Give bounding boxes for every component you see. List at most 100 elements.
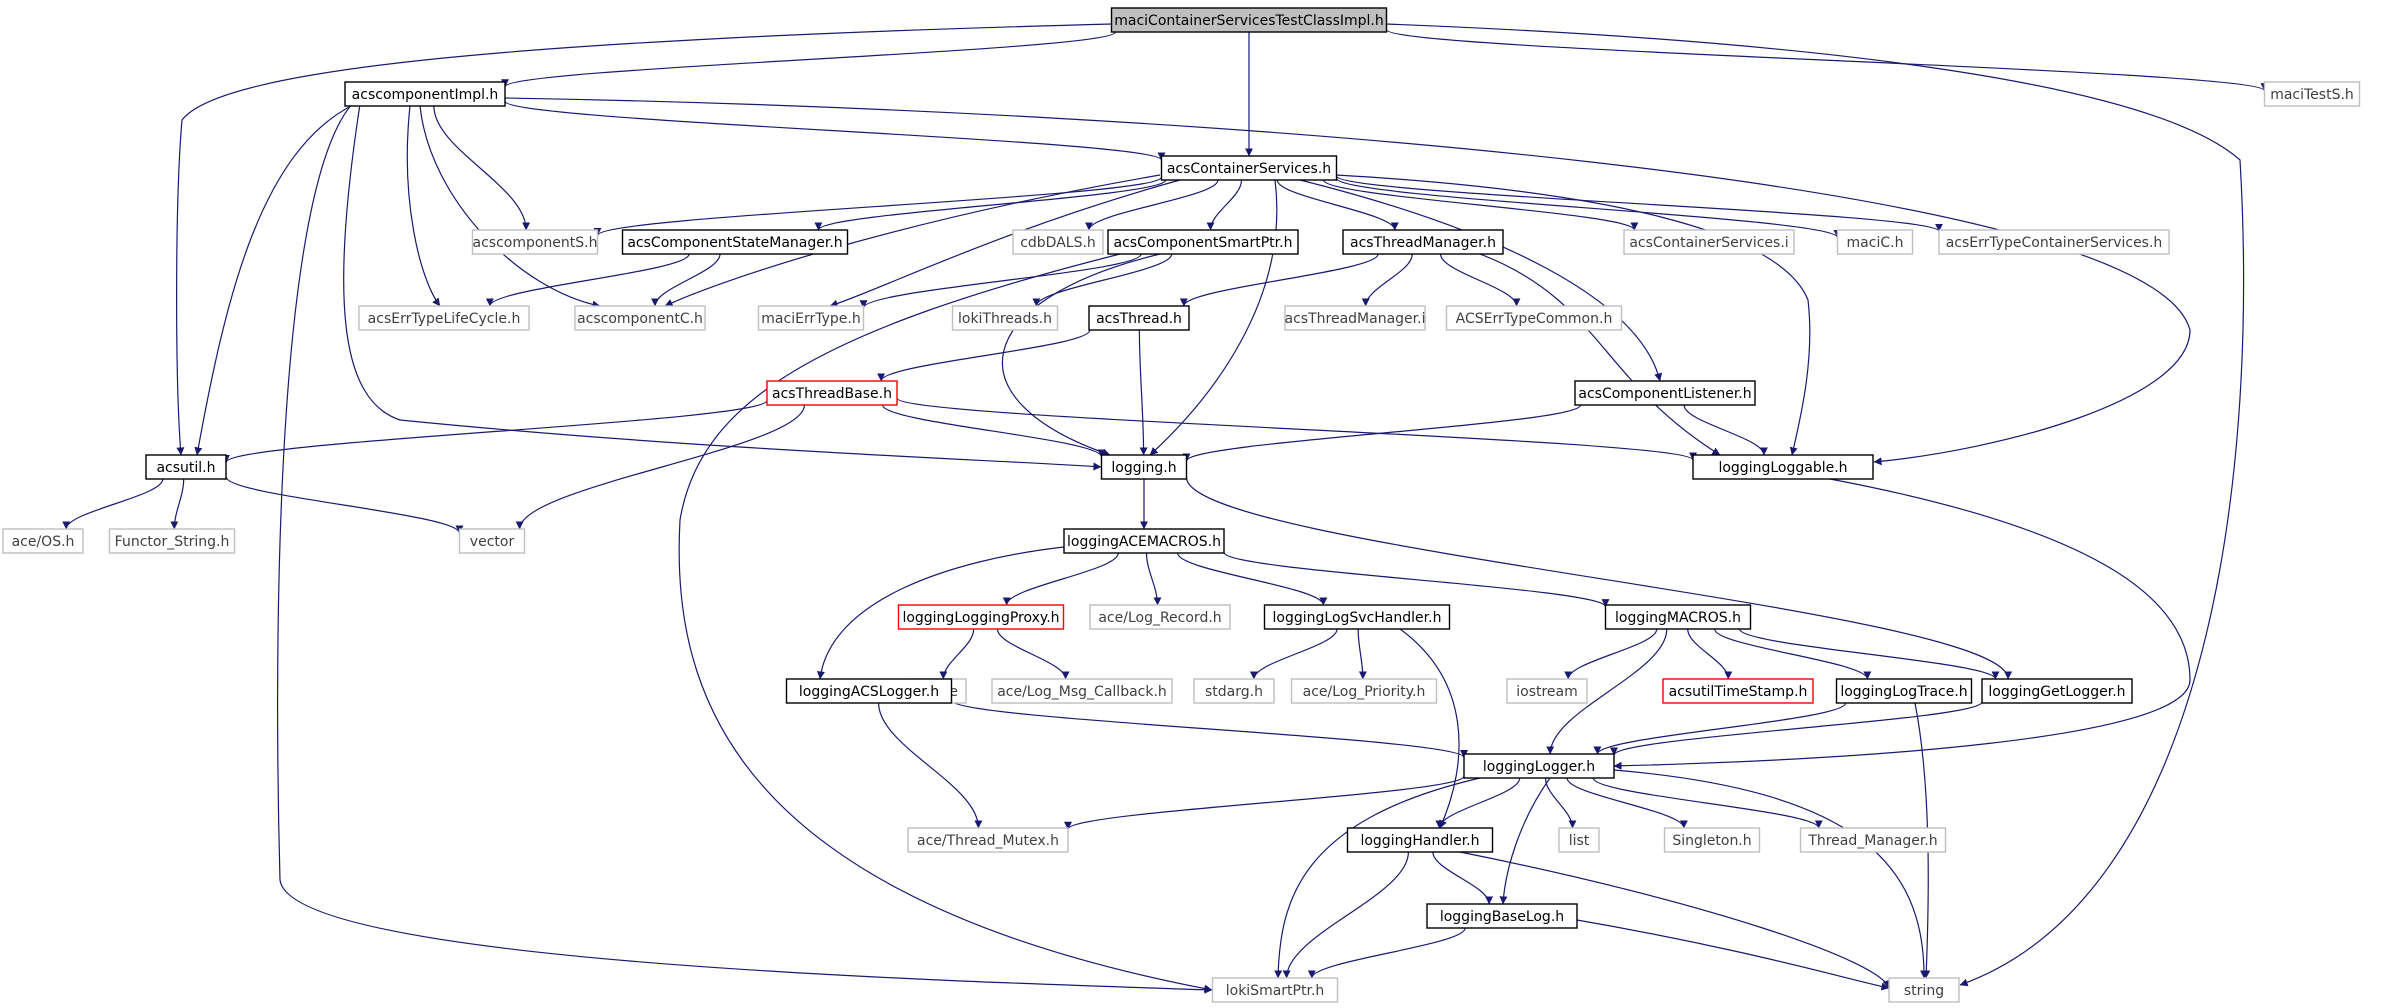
node-logger[interactable]: loggingLogger.h	[1463, 753, 1615, 779]
node-label: acsThread.h	[1096, 311, 1182, 327]
node-maci-test-s[interactable]: maciTestS.h	[2263, 81, 2361, 107]
node-maci-err[interactable]: maciErrType.h	[757, 305, 865, 331]
node-label: loggingMACROS.h	[1615, 610, 1741, 626]
node-cont-serv-i[interactable]: acsContainerServices.i	[1623, 229, 1795, 255]
node-box	[1100, 454, 1188, 480]
nodes-layer: maciContainerServicesTestClassImpl.h acsc…	[2, 7, 2361, 1003]
edge-logger-to-thread-manager	[1592, 777, 1823, 829]
node-thread-mgr[interactable]: acsThreadManager.h	[1342, 229, 1504, 255]
node-box	[1290, 678, 1438, 704]
node-box	[1211, 977, 1339, 1003]
node-box	[907, 827, 1069, 853]
node-stdarg[interactable]: stdarg.h	[1193, 678, 1275, 704]
node-iostream[interactable]: iostream	[1506, 678, 1588, 704]
node-thread-manager[interactable]: Thread_Manager.h	[1799, 827, 1947, 853]
edge-log-macros-to-logger	[1546, 628, 1668, 755]
node-list[interactable]: list	[1558, 827, 1600, 853]
edges-layer	[62, 23, 2269, 994]
edge-handler-to-base-log	[1432, 851, 1494, 905]
node-label: ace/Thread_Mutex.h	[917, 833, 1059, 849]
edge-thread-mgr-to-acs-thread	[1179, 253, 1379, 307]
node-get-logger[interactable]: loggingGetLogger.h	[1981, 678, 2133, 704]
node-label: loggingLogTrace.h	[1840, 684, 1967, 700]
node-loki-smart[interactable]: lokiSmartPtr.h	[1211, 977, 1339, 1003]
node-root[interactable]: maciContainerServicesTestClassImpl.h	[1110, 7, 1388, 33]
node-box	[2263, 81, 2361, 107]
node-err-life[interactable]: acsErrTypeLifeCycle.h	[358, 305, 530, 331]
node-label: acsComponentSmartPtr.h	[1114, 235, 1293, 251]
node-box	[1888, 977, 1960, 1003]
node-ace-msg-cb[interactable]: ace/Log_Msg_Callback.h	[991, 678, 1173, 704]
node-thread-base[interactable]: acsThreadBase.h	[766, 380, 898, 406]
node-ace-prio[interactable]: ace/Log_Priority.h	[1290, 678, 1438, 704]
edge-cont-serv-to-state-mgr	[814, 179, 1167, 231]
node-comp-listener[interactable]: acsComponentListener.h	[1574, 380, 1756, 406]
node-time-stamp[interactable]: acsutilTimeStamp.h	[1662, 678, 1814, 704]
node-label: ace/Log_Priority.h	[1303, 684, 1426, 700]
node-label: stdarg.h	[1205, 684, 1263, 700]
edge-smart-ptr-to-maci-err	[859, 253, 1142, 309]
node-log-proxy[interactable]: loggingLoggingProxy.h	[897, 604, 1065, 630]
node-handler[interactable]: loggingHandler.h	[1346, 827, 1494, 853]
node-thread-mgr-i[interactable]: acsThreadManager.i	[1284, 305, 1426, 331]
node-acscomp-c[interactable]: acscomponentC.h	[574, 305, 706, 331]
node-maci-c[interactable]: maciC.h	[1836, 229, 1914, 255]
edge-logger-to-string	[1613, 769, 1929, 979]
node-string[interactable]: string	[1888, 977, 1960, 1003]
edge-comp-impl-to-err-life	[406, 105, 441, 307]
node-functor-str[interactable]: Functor_String.h	[108, 528, 236, 554]
node-label: lokiSmartPtr.h	[1226, 983, 1325, 999]
node-label: acsThreadBase.h	[772, 386, 892, 402]
node-state-mgr[interactable]: acsComponentStateManager.h	[621, 229, 849, 255]
node-box	[471, 229, 599, 255]
node-log-trace[interactable]: loggingLogTrace.h	[1835, 678, 1973, 704]
node-label: loggingACSLogger.h	[799, 684, 939, 700]
node-ace-log-rec[interactable]: ace/Log_Record.h	[1089, 604, 1231, 630]
node-base-log[interactable]: loggingBaseLog.h	[1426, 903, 1578, 929]
node-acs-err-common[interactable]: ACSErrTypeCommon.h	[1445, 305, 1623, 331]
node-cont-serv[interactable]: acsContainerServices.h	[1160, 155, 1338, 181]
edge-acsutil-to-functor-str	[170, 478, 185, 530]
node-ace-os[interactable]: ace/OS.h	[2, 528, 84, 554]
node-comp-impl[interactable]: acscomponentImpl.h	[344, 81, 506, 107]
edge-ace-macros-to-log-macros	[1223, 551, 1610, 608]
node-log-macros[interactable]: loggingMACROS.h	[1604, 604, 1752, 630]
node-smart-ptr[interactable]: acsComponentSmartPtr.h	[1107, 229, 1299, 255]
edge-cont-serv-to-acscomp-s	[593, 176, 1163, 237]
node-acs-thread[interactable]: acsThread.h	[1088, 305, 1190, 331]
node-box	[1063, 528, 1225, 554]
node-ace-macros[interactable]: loggingACEMACROS.h	[1063, 528, 1225, 554]
node-acs-logger[interactable]: loggingACSLogger.h	[785, 678, 953, 704]
node-label: loggingLogger.h	[1483, 759, 1595, 775]
node-label: list	[1569, 833, 1590, 849]
node-vector[interactable]: vector	[458, 528, 526, 554]
node-err-cont-serv[interactable]: acsErrTypeContainerServices.h	[1938, 229, 2170, 255]
node-label: acscomponentC.h	[577, 311, 703, 327]
node-box	[1663, 827, 1761, 853]
node-box	[1574, 380, 1756, 406]
node-box	[1445, 305, 1623, 331]
node-loki-threads[interactable]: lokiThreads.h	[951, 305, 1059, 331]
node-label: maciC.h	[1847, 235, 1904, 251]
node-loggable[interactable]: loggingLoggable.h	[1692, 454, 1874, 480]
node-acsutil[interactable]: acsutil.h	[145, 454, 227, 480]
node-logging[interactable]: logging.h	[1100, 454, 1188, 480]
node-box	[1346, 827, 1494, 853]
node-label: loggingACEMACROS.h	[1067, 534, 1221, 550]
node-thread-mutex[interactable]: ace/Thread_Mutex.h	[907, 827, 1069, 853]
edge-comp-impl-to-loggable	[504, 97, 2191, 466]
node-log-svc[interactable]: loggingLogSvcHandler.h	[1263, 604, 1451, 630]
edge-logging-to-get-logger	[1185, 477, 2013, 680]
edge-comp-impl-to-loki-smart	[277, 103, 1213, 994]
node-singleton[interactable]: Singleton.h	[1663, 827, 1761, 853]
edge-thread-base-to-vector	[515, 404, 805, 530]
node-cdb-dals[interactable]: cdbDALS.h	[1012, 229, 1104, 255]
node-label: acsComponentListener.h	[1578, 386, 1751, 402]
edge-cont-serv-to-cont-serv-i	[1323, 179, 1639, 231]
edge-log-macros-to-log-trace	[1714, 628, 1872, 680]
edge-cont-serv-to-maci-err	[829, 179, 1181, 308]
node-acscomp-s[interactable]: acscomponentS.h	[471, 229, 599, 255]
edge-comp-listener-to-loggable	[1683, 404, 1768, 456]
edge-log-svc-to-handler	[1399, 628, 1460, 829]
